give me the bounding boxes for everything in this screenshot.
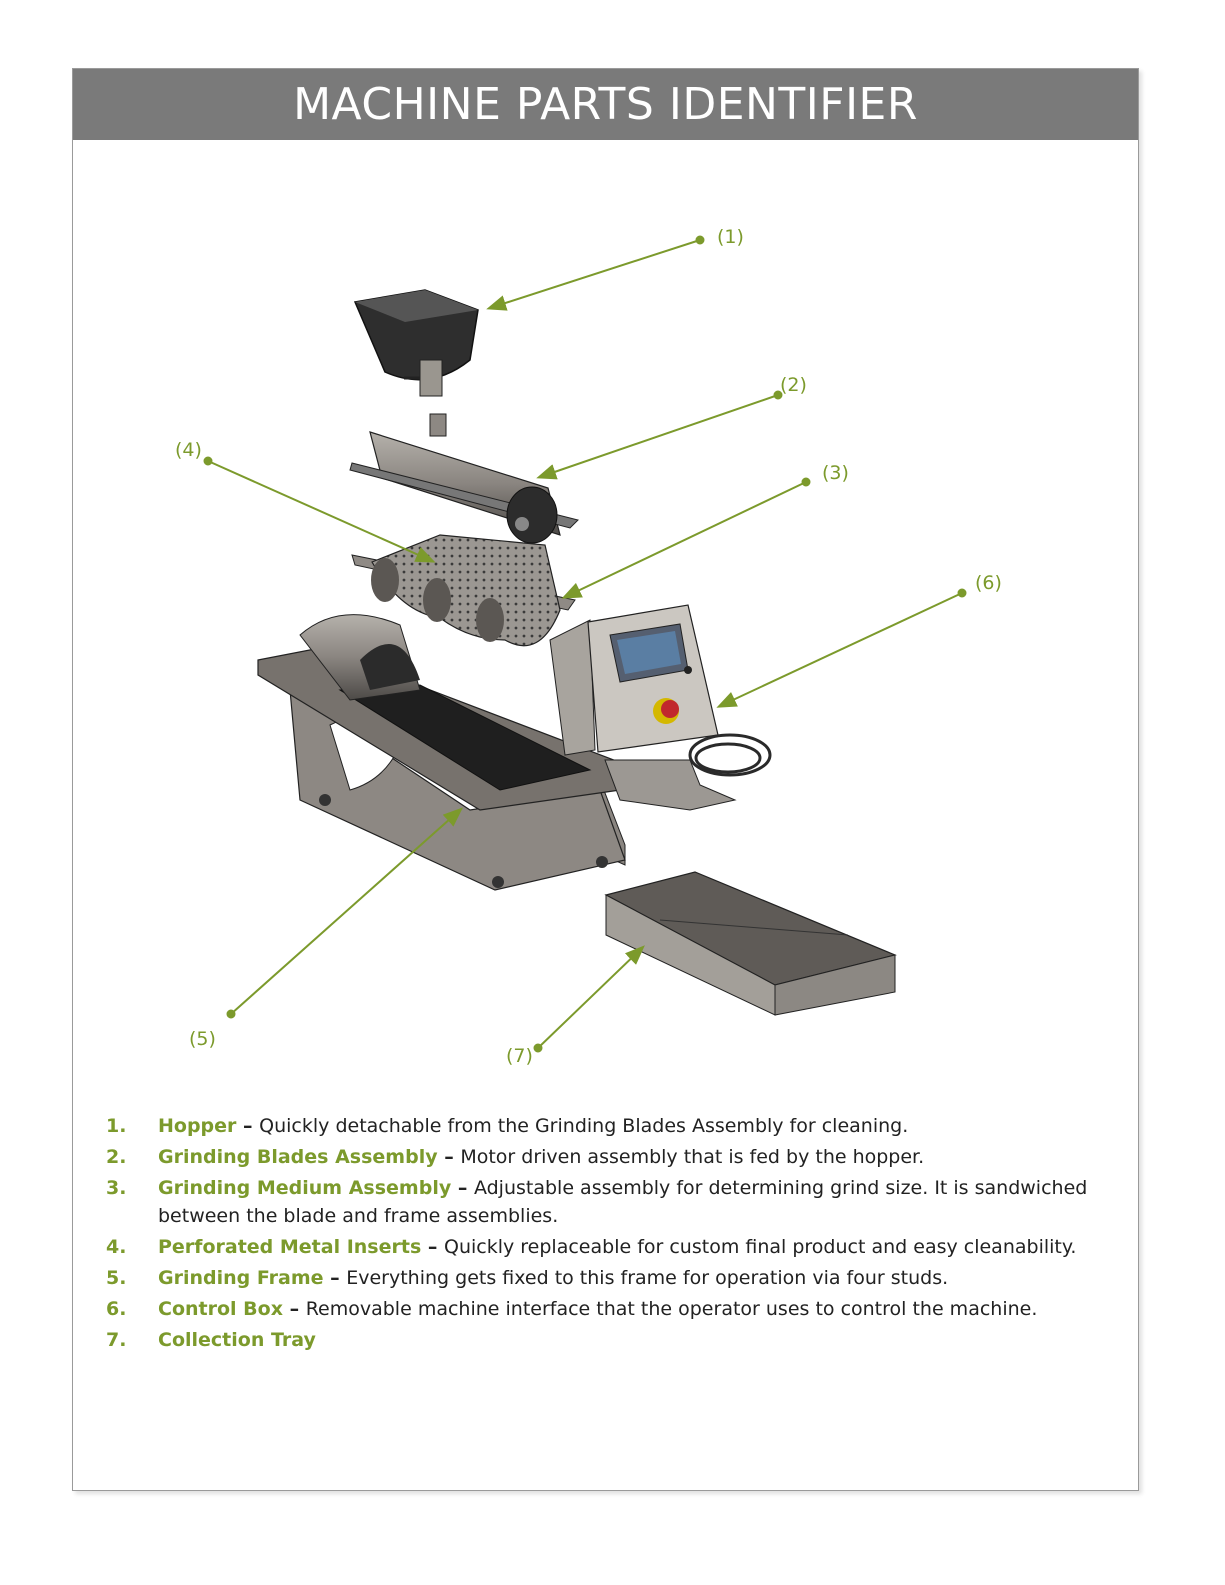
parts-list-item: 5. Grinding Frame – Everything gets fixe… <box>106 1264 1116 1292</box>
part-separator: – <box>451 1177 474 1199</box>
parts-list-item: 6. Control Box – Removable machine inter… <box>106 1295 1116 1323</box>
part-separator: – <box>437 1146 461 1168</box>
part-number: 7. <box>106 1329 127 1351</box>
parts-list-item: 7. Collection Tray <box>106 1326 1116 1354</box>
title-bar: MACHINE PARTS IDENTIFIER <box>73 69 1138 140</box>
part-description: Adjustable assembly for determining grin… <box>158 1177 1088 1227</box>
callout-6: (6) <box>975 572 1002 594</box>
callout-leaders <box>203 235 967 1053</box>
part-name: Grinding Frame <box>158 1267 324 1289</box>
grinding-frame-part <box>257 614 642 891</box>
part-name: Grinding Blades Assembly <box>158 1146 438 1168</box>
hopper-part <box>353 289 479 397</box>
part-number: 6. <box>106 1298 127 1320</box>
grinding-medium-part <box>351 534 576 647</box>
leader-4 <box>207 460 436 563</box>
leader-3 <box>561 481 807 599</box>
part-number: 1. <box>106 1115 127 1137</box>
control-box-part <box>549 604 772 811</box>
parts-list-item: 1. Hopper – Quickly detachable from the … <box>106 1112 1116 1140</box>
collection-tray-part <box>604 871 897 1016</box>
part-description: Motor driven assembly that is fed by the… <box>460 1146 925 1168</box>
part-name: Hopper <box>158 1115 237 1137</box>
callout-1: (1) <box>717 226 744 248</box>
part-separator: – <box>236 1115 260 1137</box>
leader-5 <box>230 807 463 1015</box>
part-name: Control Box <box>158 1298 283 1320</box>
part-description: Removable machine interface that the ope… <box>305 1298 1038 1320</box>
part-name: Grinding Medium Assembly <box>158 1177 452 1199</box>
parts-list-item: 2. Grinding Blades Assembly – Motor driv… <box>106 1143 1116 1171</box>
callout-2: (2) <box>780 374 807 396</box>
part-name: Perforated Metal Inserts <box>158 1236 422 1258</box>
part-name: Collection Tray <box>158 1329 316 1351</box>
leader-2 <box>536 394 779 480</box>
part-description: Quickly detachable from the Grinding Bla… <box>259 1115 909 1137</box>
parts-list-item: 4. Perforated Metal Inserts – Quickly re… <box>106 1233 1116 1261</box>
callout-4: (4) <box>175 439 202 461</box>
part-number: 3. <box>106 1177 127 1199</box>
part-number: 5. <box>106 1267 127 1289</box>
callout-5: (5) <box>189 1028 216 1050</box>
part-separator: – <box>421 1236 444 1258</box>
grinding-blades-part <box>349 413 579 544</box>
part-description: Everything gets fixed to this frame for … <box>346 1267 949 1289</box>
part-number: 4. <box>106 1236 127 1258</box>
leader-7 <box>537 945 645 1049</box>
part-separator: – <box>282 1298 306 1320</box>
leader-6 <box>716 592 963 708</box>
parts-list: 1. Hopper – Quickly detachable from the … <box>106 1112 1116 1357</box>
callout-3: (3) <box>822 462 849 484</box>
page-title: MACHINE PARTS IDENTIFIER <box>293 79 918 130</box>
parts-list-item: 3. Grinding Medium Assembly – Adjustable… <box>106 1174 1116 1230</box>
part-separator: – <box>323 1267 347 1289</box>
leader-1 <box>486 239 701 311</box>
part-description: Quickly replaceable for custom final pro… <box>444 1236 1077 1258</box>
callout-7: (7) <box>506 1045 533 1067</box>
part-number: 2. <box>106 1146 127 1168</box>
